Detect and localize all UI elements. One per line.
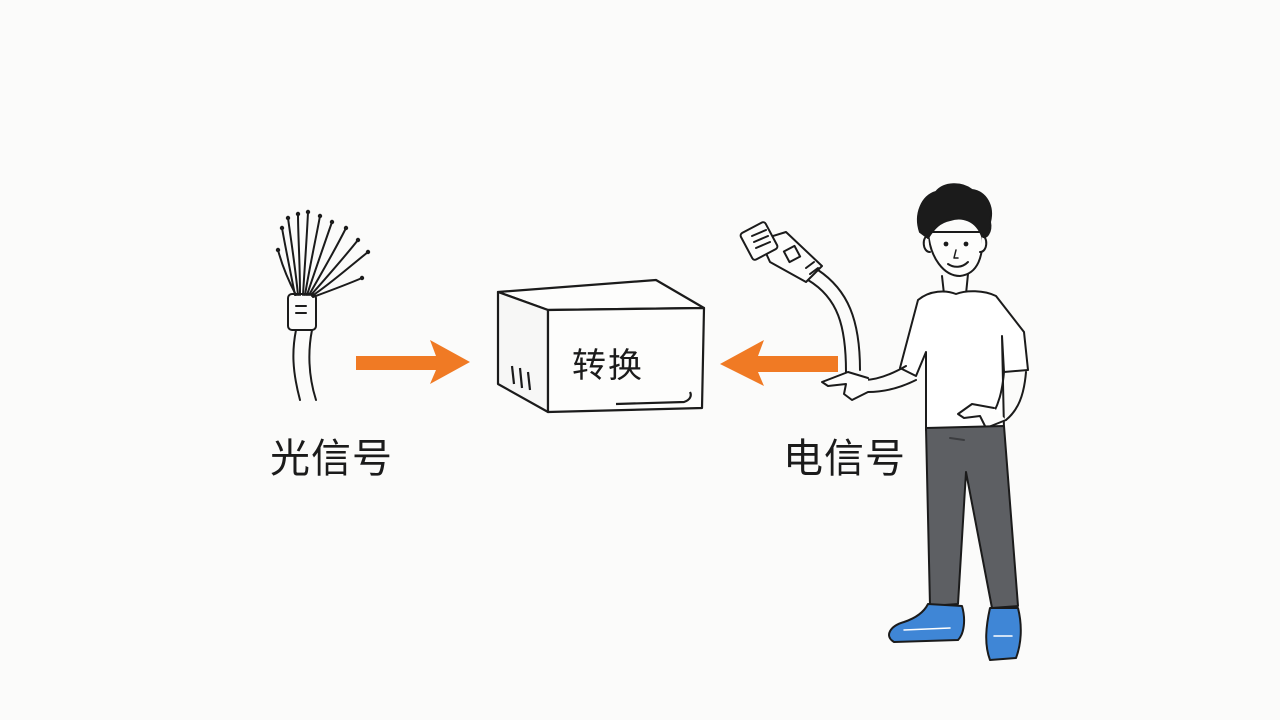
ethernet-cable-icon bbox=[739, 221, 861, 373]
electrical-signal-label: 电信号 bbox=[783, 436, 906, 482]
arrow-left-icon bbox=[720, 340, 838, 386]
arrow-right-icon bbox=[356, 340, 470, 384]
optical-signal-label: 光信号 bbox=[270, 436, 393, 482]
person-illustration bbox=[821, 183, 1029, 661]
converter-label: 转换 bbox=[572, 346, 644, 386]
converter-box-icon bbox=[496, 278, 706, 414]
fiber-optic-cable-icon bbox=[275, 209, 371, 401]
